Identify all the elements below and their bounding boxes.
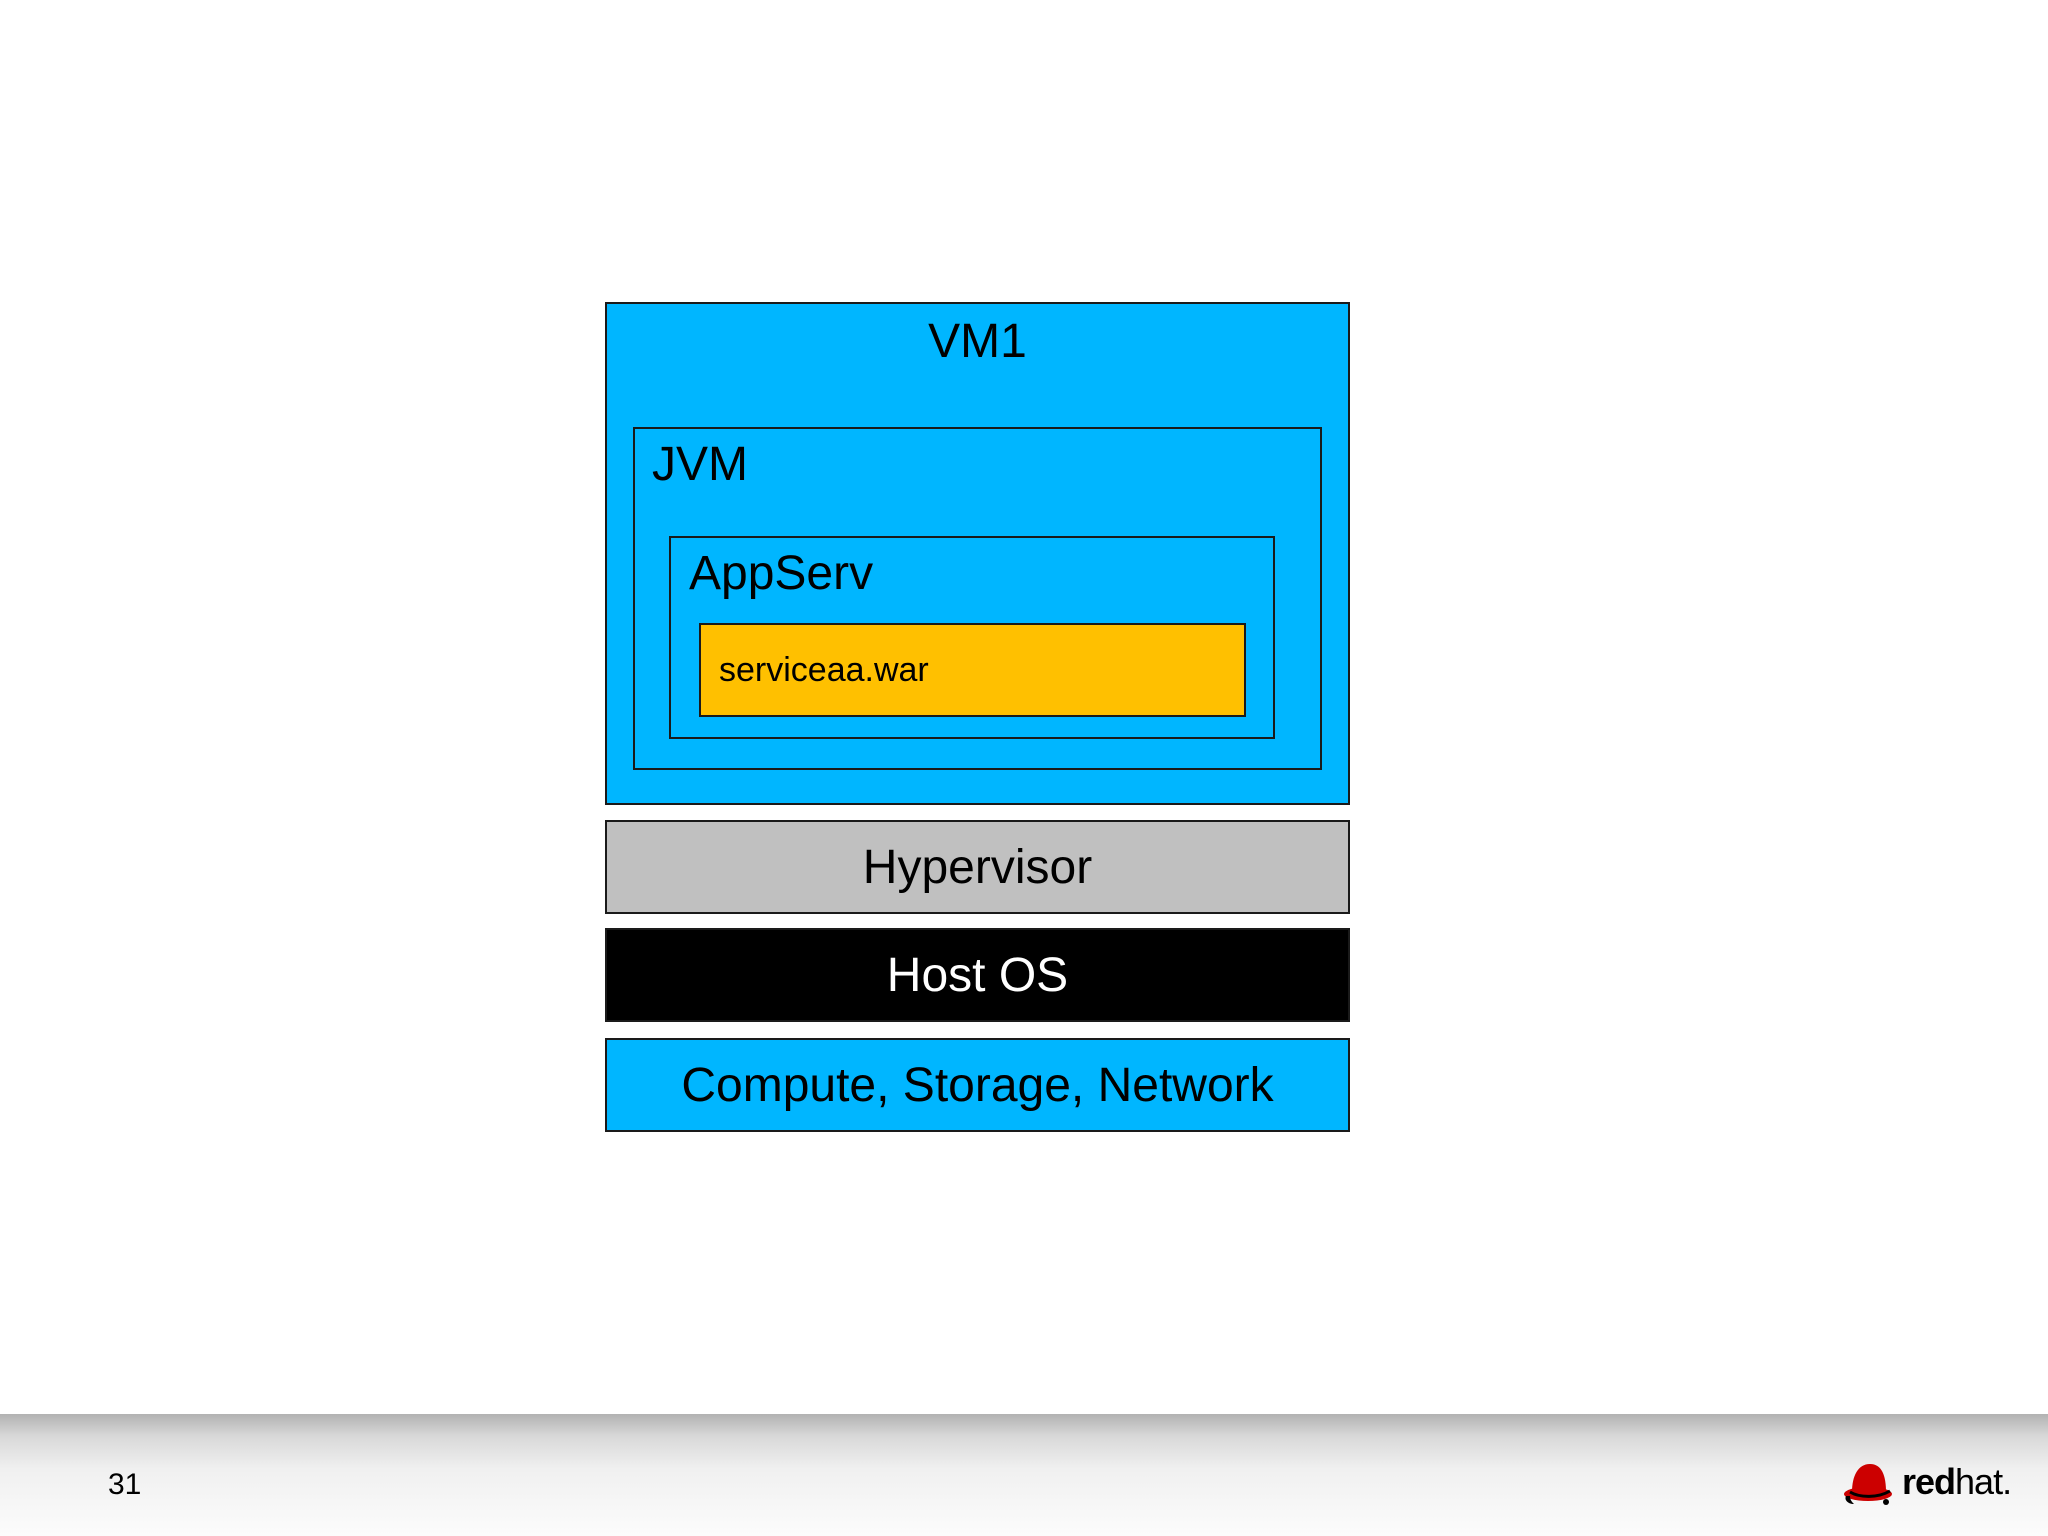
redhat-wordmark-red: red bbox=[1902, 1461, 1956, 1502]
shadowman-icon bbox=[1844, 1464, 1892, 1505]
jvm-label: JVM bbox=[652, 438, 748, 491]
appserver-label: AppServ bbox=[689, 547, 874, 600]
hardware-layer: Compute, Storage, Network bbox=[605, 1038, 1350, 1132]
footer-band bbox=[0, 1414, 2048, 1536]
jvm-box: JVM AppServ serviceaa.war bbox=[633, 427, 1322, 770]
hypervisor-label: Hypervisor bbox=[862, 840, 1093, 894]
war-artifact-box: serviceaa.war bbox=[699, 623, 1246, 717]
slide-number: 31 bbox=[108, 1468, 142, 1501]
war-artifact-label: serviceaa.war bbox=[719, 651, 929, 689]
hypervisor-layer: Hypervisor bbox=[605, 820, 1350, 914]
redhat-wordmark: redhat. bbox=[1902, 1461, 2012, 1503]
vm1-box: VM1 JVM AppServ serviceaa.war bbox=[605, 302, 1350, 805]
host-os-label: Host OS bbox=[886, 948, 1069, 1002]
redhat-wordmark-hat: hat. bbox=[1955, 1461, 2012, 1502]
host-os-layer: Host OS bbox=[605, 928, 1350, 1022]
vm1-label: VM1 bbox=[928, 315, 1027, 368]
redhat-logo: redhat. bbox=[1842, 1458, 2012, 1506]
appserver-box: AppServ serviceaa.war bbox=[669, 536, 1275, 739]
hardware-label: Compute, Storage, Network bbox=[681, 1058, 1274, 1112]
